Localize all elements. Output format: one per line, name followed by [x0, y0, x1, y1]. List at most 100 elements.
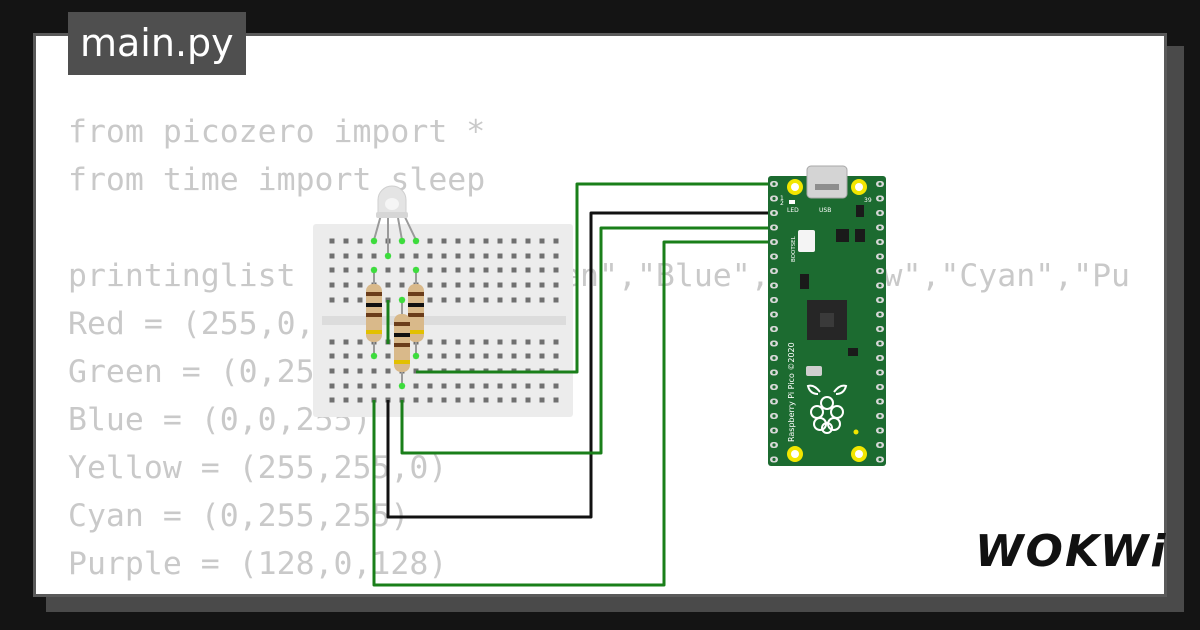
- breadboard-hole: [497, 397, 503, 403]
- breadboard-hole: [553, 339, 559, 345]
- breadboard-hole: [525, 282, 531, 288]
- breadboard-hole: [385, 353, 391, 359]
- breadboard-hole: [329, 238, 335, 244]
- breadboard-hole: [539, 238, 545, 244]
- breadboard-hole: [469, 297, 475, 303]
- breadboard-hole: [441, 397, 447, 403]
- pico-pin-hole: [772, 298, 776, 302]
- raspberry-logo-icon: [806, 384, 848, 434]
- pico-pin-hole: [878, 457, 882, 462]
- breadboard-hole: [525, 253, 531, 259]
- pico-pin-hole: [878, 327, 882, 331]
- breadboard-hole: [525, 397, 531, 403]
- breadboard-hole: [497, 297, 503, 303]
- pico-pin-hole: [878, 254, 882, 259]
- breadboard-hole: [525, 238, 531, 244]
- code-preview: from picozero import *from time import s…: [68, 108, 1132, 594]
- breadboard-hole: [427, 397, 433, 403]
- pico-pin-hole: [772, 370, 776, 375]
- breadboard-hole: [385, 282, 391, 288]
- resistors[interactable]: [366, 270, 424, 386]
- breadboard-hole: [483, 282, 489, 288]
- pico-pin-hole: [772, 457, 776, 462]
- bootsel-label: BOOTSEL: [791, 235, 797, 262]
- bootsel-button[interactable]: [798, 230, 815, 252]
- breadboard-hole: [497, 267, 503, 273]
- breadboard-hole: [357, 238, 363, 244]
- code-line: from time import sleep: [68, 162, 486, 198]
- breadboard-hole: [483, 339, 489, 345]
- breadboard-hole: [497, 383, 503, 389]
- pico-pin-hole: [772, 341, 776, 346]
- breadboard-hole: [539, 267, 545, 273]
- breadboard-hole: [329, 339, 335, 345]
- pico-pin-hole: [878, 240, 882, 244]
- breadboard-hole: [343, 238, 349, 244]
- breadboard-hole: [385, 368, 391, 374]
- breadboard-hole: [427, 339, 433, 345]
- file-tab[interactable]: main.py: [68, 12, 246, 75]
- pico-pin-hole: [878, 414, 882, 418]
- breadboard-hole: [357, 267, 363, 273]
- breadboard-hole: [483, 397, 489, 403]
- breadboard-hole: [539, 253, 545, 259]
- breadboard-hole: [469, 397, 475, 403]
- pico-pin-hole: [878, 312, 882, 317]
- breadboard-hole: [455, 397, 461, 403]
- breadboard-hole: [497, 353, 503, 359]
- pin-1-label: 1: [780, 195, 784, 202]
- pico-pin-hole: [878, 298, 882, 302]
- breadboard-hole: [455, 383, 461, 389]
- breadboard-hole: [427, 253, 433, 259]
- pico-pin-hole: [772, 254, 776, 259]
- pico-pin-hole: [878, 443, 882, 447]
- breadboard-hole: [553, 238, 559, 244]
- breadboard-hole: [427, 282, 433, 288]
- pico-pin-hole: [878, 225, 882, 230]
- breadboard-hole: [329, 383, 335, 389]
- pico-pin-hole: [878, 283, 882, 288]
- breadboard-hole: [455, 238, 461, 244]
- breadboard-hole: [511, 238, 517, 244]
- breadboard-hole: [511, 267, 517, 273]
- breadboard-hole: [539, 339, 545, 345]
- breadboard-hole: [441, 267, 447, 273]
- breadboard-hole: [329, 253, 335, 259]
- breadboard-hole: [455, 282, 461, 288]
- rgb-led[interactable]: [373, 185, 417, 256]
- breadboard-hole: [357, 253, 363, 259]
- wire-green-2: [400, 226, 776, 455]
- breadboard-hole: [511, 339, 517, 345]
- wire-green-1: [416, 182, 776, 374]
- breadboard-hole: [525, 339, 531, 345]
- breadboard[interactable]: [313, 224, 573, 417]
- breadboard-hole: [427, 353, 433, 359]
- pico-pin-hole: [878, 356, 882, 360]
- breadboard-hole: [469, 339, 475, 345]
- breadboard-hole: [329, 353, 335, 359]
- breadboard-hole: [329, 282, 335, 288]
- breadboard-hole: [525, 353, 531, 359]
- connected-pins: [370, 237, 420, 390]
- breadboard-hole: [329, 297, 335, 303]
- wire-black: [386, 211, 776, 519]
- raspberry-pi-pico[interactable]: LED USB 1 2 39 BOOTSEL Raspberry Pi Pico…: [768, 165, 886, 466]
- breadboard-hole: [343, 339, 349, 345]
- breadboard-hole: [343, 297, 349, 303]
- breadboard-hole: [413, 397, 419, 403]
- breadboard-hole: [511, 297, 517, 303]
- breadboard-hole: [553, 297, 559, 303]
- breadboard-hole: [455, 353, 461, 359]
- pico-pin-hole: [878, 385, 882, 389]
- pico-pin-hole: [772, 312, 776, 317]
- pico-pin-hole: [772, 428, 776, 433]
- pico-pin-hole: [878, 428, 882, 433]
- breadboard-hole: [371, 253, 377, 259]
- breadboard-hole: [357, 368, 363, 374]
- pin-2-label: 2: [780, 200, 784, 207]
- breadboard-hole: [455, 339, 461, 345]
- breadboard-hole: [553, 383, 559, 389]
- wires: [372, 182, 776, 587]
- breadboard-hole: [427, 267, 433, 273]
